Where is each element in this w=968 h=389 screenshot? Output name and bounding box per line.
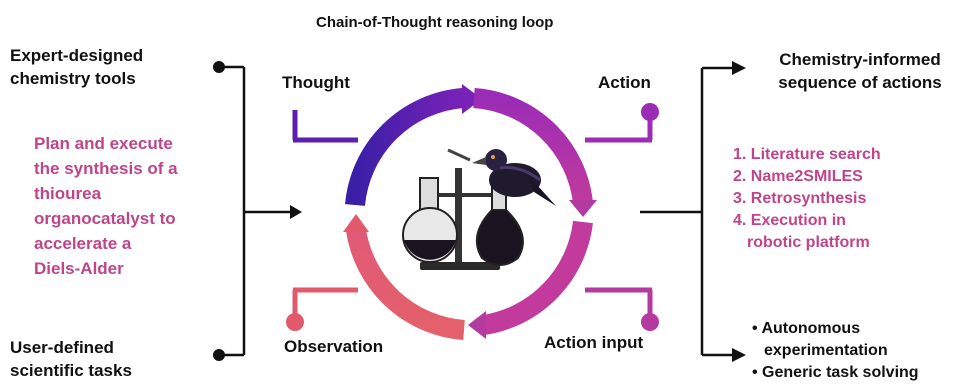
tools-header-line: chemistry tools bbox=[10, 69, 136, 88]
step-item: 1. Literature search bbox=[733, 146, 881, 163]
tools-header: Expert-designed chemistry tools bbox=[10, 44, 143, 90]
bullet-item: experimentation bbox=[764, 342, 888, 359]
step-item: 4. Execution in bbox=[733, 212, 846, 229]
observation-connector bbox=[286, 287, 358, 331]
example-task-text: Plan and execute the synthesis of a thio… bbox=[34, 131, 234, 281]
task-line: organocatalyst to bbox=[34, 209, 176, 228]
step-item: robotic platform bbox=[747, 234, 870, 251]
loop-arrow-action bbox=[473, 88, 597, 217]
loop-arrow-thought bbox=[345, 84, 482, 207]
user-tasks-header: User-defined scientific tasks bbox=[10, 336, 132, 382]
outcome-bullets: • Autonomous experimentation • Generic t… bbox=[752, 318, 919, 384]
diagram-title: Chain-of-Thought reasoning loop bbox=[316, 14, 554, 31]
sequence-header-line: sequence of actions bbox=[778, 73, 942, 92]
task-line: Diels-Alder bbox=[34, 259, 124, 278]
loop-arrow-action-input bbox=[468, 220, 593, 339]
thought-connector bbox=[292, 110, 358, 143]
user-header-line: User-defined bbox=[10, 338, 114, 357]
sequence-header-line: Chemistry-informed bbox=[779, 50, 941, 69]
action-connector bbox=[585, 103, 659, 143]
left-bracket bbox=[213, 61, 302, 361]
bullet-item: • Generic task solving bbox=[752, 364, 919, 381]
user-header-line: scientific tasks bbox=[10, 361, 132, 380]
task-line: Plan and execute bbox=[34, 134, 173, 153]
observation-label: Observation bbox=[284, 337, 384, 356]
right-bracket bbox=[640, 61, 746, 362]
action-label: Action bbox=[598, 73, 651, 92]
tools-header-line: Expert-designed bbox=[10, 46, 144, 65]
task-line: accelerate a bbox=[34, 234, 132, 253]
lab-crow-illustration bbox=[402, 148, 556, 270]
action-steps-list: 1. Literature search 2. Name2SMILES 3. R… bbox=[733, 144, 881, 254]
bullet-item: • Autonomous bbox=[752, 320, 861, 337]
step-item: 2. Name2SMILES bbox=[733, 168, 863, 185]
thought-label: Thought bbox=[282, 73, 350, 92]
action-input-label: Action input bbox=[544, 333, 644, 352]
action-input-connector bbox=[585, 287, 659, 331]
task-line: the synthesis of a bbox=[34, 159, 178, 178]
loop-arrow-observation bbox=[343, 214, 465, 340]
task-line: thiourea bbox=[34, 184, 102, 203]
step-item: 3. Retrosynthesis bbox=[733, 190, 867, 207]
sequence-header: Chemistry-informed sequence of actions bbox=[752, 48, 968, 94]
